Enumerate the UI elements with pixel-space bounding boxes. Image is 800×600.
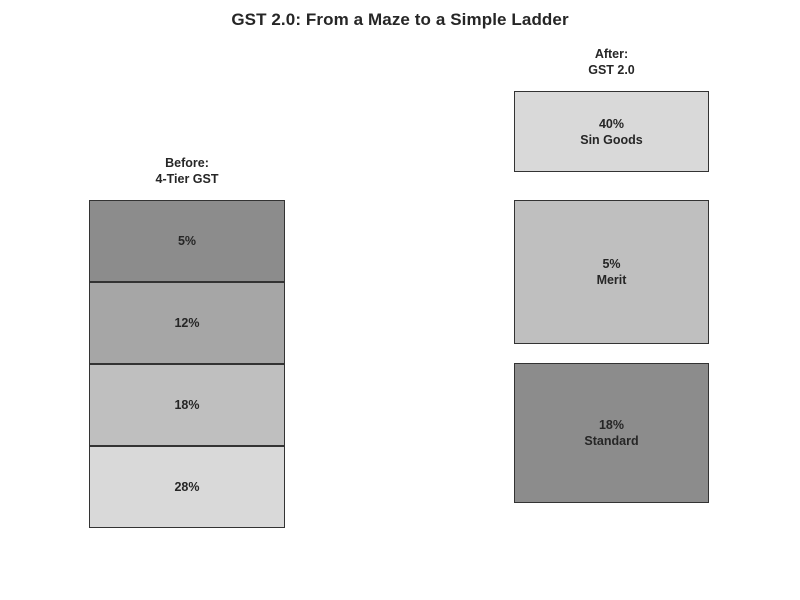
before-stack-group: 5% 12% 18% 28% [89, 200, 285, 528]
slab-label: 28% [174, 480, 200, 494]
slab-before-12: 12% [89, 282, 285, 364]
slab-before-18: 18% [89, 364, 285, 446]
column-header-after: After: GST 2.0 [588, 47, 635, 77]
column-header-before: Before: 4-Tier GST [155, 156, 219, 186]
slab-before-28: 28% [89, 446, 285, 528]
slab-label: 5% [177, 234, 197, 248]
slab-before-5: 5% [89, 200, 285, 282]
slab-label: 40% Sin Goods [580, 116, 643, 147]
slab-after-sin-goods: 40% Sin Goods [514, 91, 709, 172]
slab-label: 18% [174, 398, 200, 412]
chart-title: GST 2.0: From a Maze to a Simple Ladder [231, 10, 569, 29]
slab-label: 18% Standard [584, 418, 639, 448]
after-stack-group: 40% Sin Goods 5% Merit 18% Standard [514, 91, 709, 503]
slab-label: 5% Merit [596, 257, 627, 287]
slab-label: 12% [174, 316, 200, 330]
slab-after-standard: 18% Standard [514, 363, 709, 503]
slab-after-merit: 5% Merit [514, 200, 709, 344]
